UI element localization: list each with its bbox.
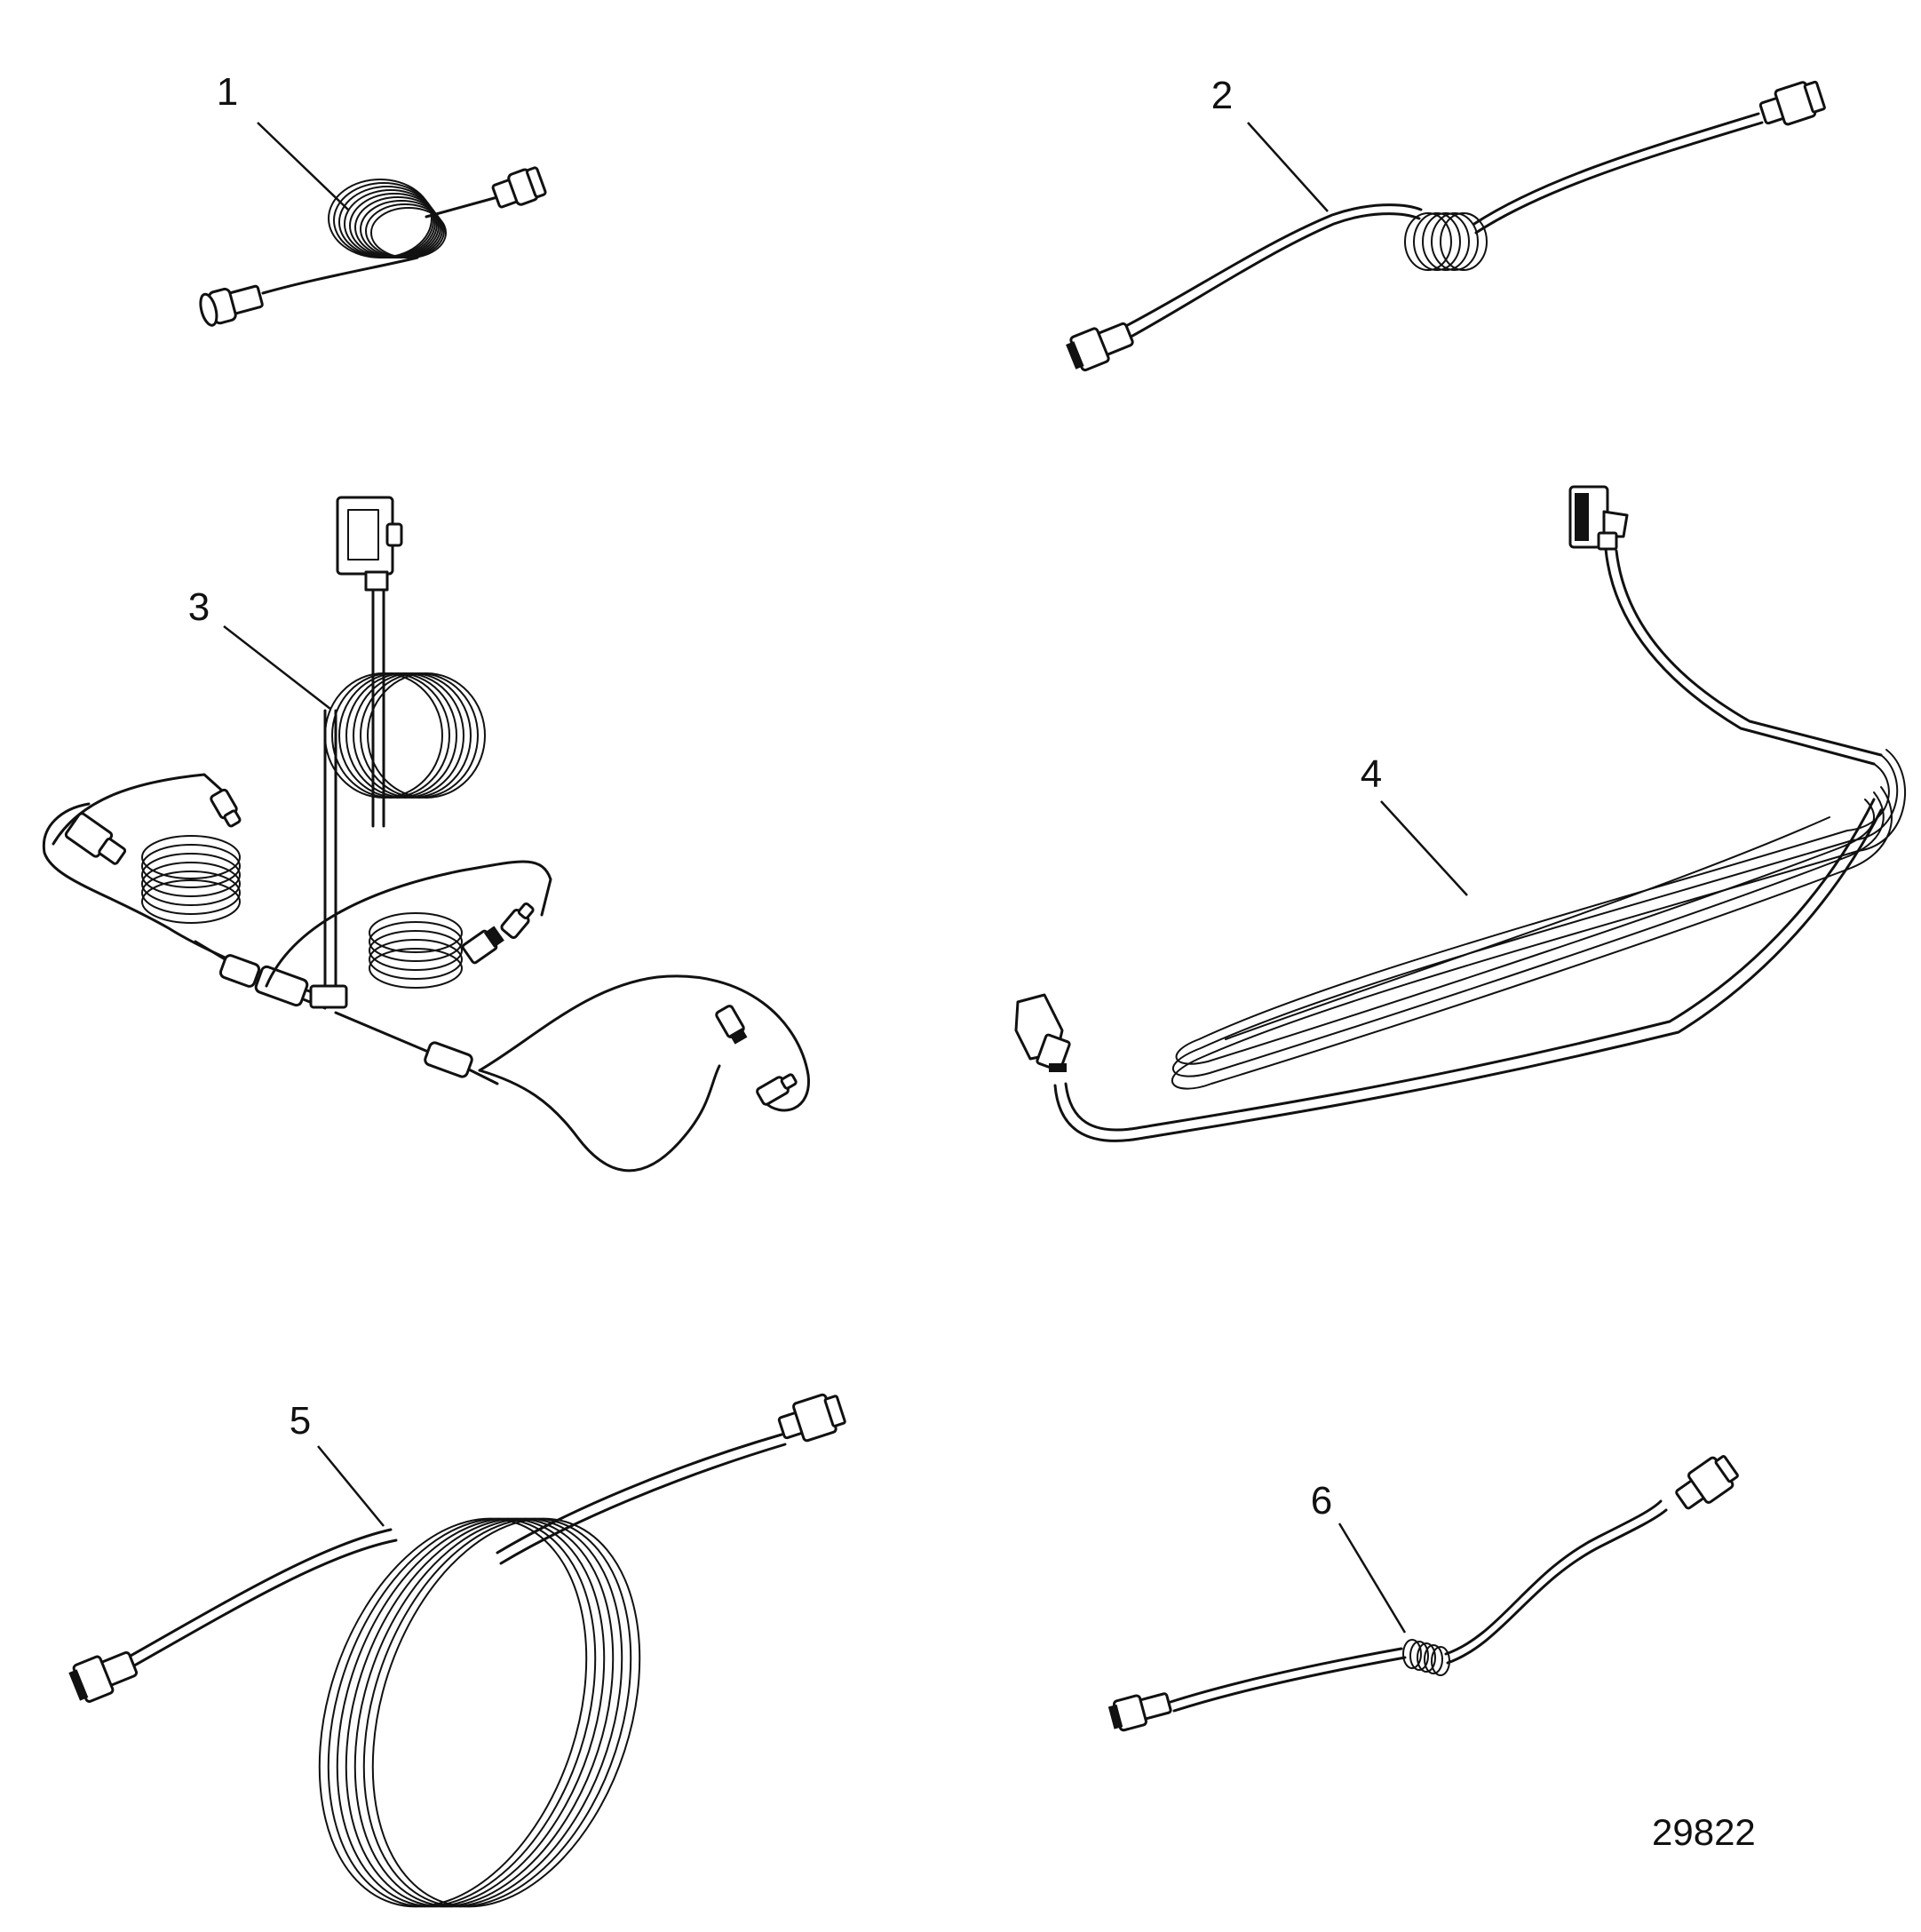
part-3-middle-coil xyxy=(369,912,463,989)
callout-label-6: 6 xyxy=(1310,1479,1333,1523)
leader-line-6 xyxy=(1338,1523,1407,1634)
figure-reference-number: 29822 xyxy=(1652,1811,1756,1853)
part-1-right-connector xyxy=(491,166,547,209)
part-6-left-connector xyxy=(1107,1692,1172,1732)
part-3-inline-fuse xyxy=(218,954,473,1078)
callout-label-4: 4 xyxy=(1360,752,1383,796)
callout-label-2: 2 xyxy=(1211,74,1234,117)
part-4-top-connector xyxy=(1568,485,1629,551)
part-1-coiled-harness xyxy=(199,122,547,327)
part-2-left-connector xyxy=(1066,322,1134,372)
part-5-hoop-harness xyxy=(68,1393,846,1908)
part-3-left-coil xyxy=(141,835,241,924)
part-3-junction xyxy=(309,984,348,1009)
part-3-middle-connector xyxy=(461,926,504,965)
part-4-loop-harness xyxy=(1014,485,1906,1142)
part-4-loop-bundle xyxy=(1171,749,1906,1090)
part-3-top-connector xyxy=(336,496,403,592)
leader-line-3 xyxy=(223,625,331,710)
part-3-main-harness xyxy=(42,496,810,1173)
part-1-coil xyxy=(328,179,447,258)
leader-line-5 xyxy=(317,1445,385,1527)
leader-line-1 xyxy=(257,122,349,211)
part-3-right-plug-a xyxy=(715,1005,748,1045)
leader-line-2 xyxy=(1247,122,1329,212)
part-5-right-connector xyxy=(777,1393,846,1443)
part-6-right-connector xyxy=(1675,1455,1739,1510)
part-3-coil xyxy=(324,672,486,799)
part-2-coil xyxy=(1404,212,1488,271)
callout-label-5: 5 xyxy=(289,1399,312,1443)
part-2-right-connector xyxy=(1758,80,1826,126)
leader-line-4 xyxy=(1380,800,1468,896)
part-4-bottom-connector xyxy=(1014,993,1071,1072)
part-3-middle-plug xyxy=(500,902,535,940)
part-3-left-connector xyxy=(64,812,127,865)
part-3-right-plug-b xyxy=(756,1073,798,1106)
part-6-coil xyxy=(1402,1639,1450,1676)
part-6-harness xyxy=(1107,1455,1739,1732)
part-2-harness xyxy=(1066,80,1826,372)
part-5-left-connector xyxy=(68,1650,139,1703)
callout-label-1: 1 xyxy=(216,70,239,114)
part-1-left-connector xyxy=(199,284,264,327)
part-5-hoop-coil xyxy=(318,1517,641,1908)
callout-label-3: 3 xyxy=(187,585,210,629)
part-3-small-plug-top xyxy=(210,788,242,828)
